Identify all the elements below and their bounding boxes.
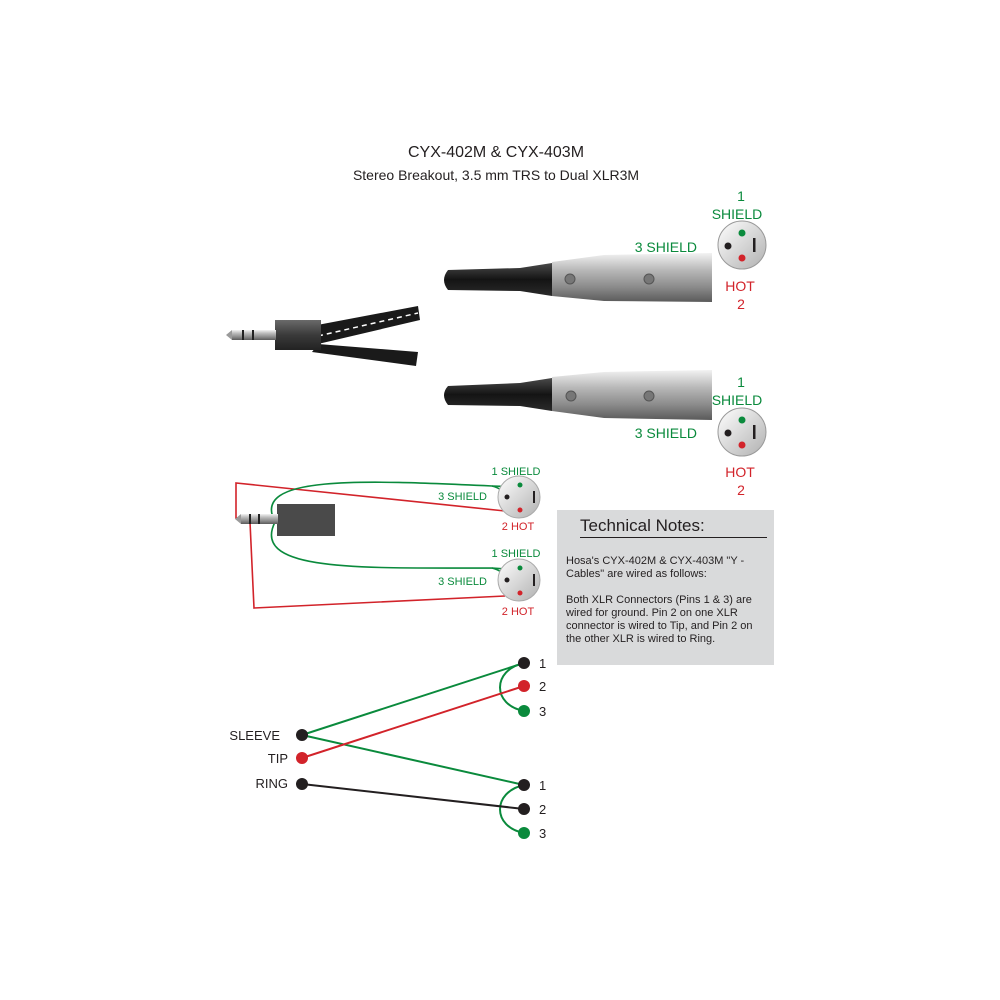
- ring-label: RING: [256, 776, 289, 791]
- xlr-upper-pin2-label: 2: [737, 296, 745, 312]
- xlr-b-pin2-node: [518, 803, 530, 815]
- sleeve-to-xlr-b-pin1-wire: [301, 734, 525, 786]
- xlr-lower-hot-label: HOT: [725, 464, 755, 480]
- xlr-b-pin1-node: [518, 779, 530, 791]
- xlr-b-pin3-node: [518, 827, 530, 839]
- xlr-a-pin2-label: 2: [539, 679, 546, 694]
- pin-schematic: [296, 657, 530, 839]
- technical-notes-panel: Technical Notes: Hosa's CYX-402M & CYX-4…: [557, 510, 774, 665]
- ring-node: [296, 778, 308, 790]
- tip-node: [296, 752, 308, 764]
- wiring-lower-pin3-label: 3 SHIELD: [438, 576, 487, 588]
- pin2-dot: [738, 254, 746, 262]
- xlr-connector-photo-upper: [444, 220, 767, 302]
- xlr-lower-pin3-label: 3 SHIELD: [635, 425, 697, 441]
- xlr-lower-pin2-label: 2: [737, 482, 745, 498]
- xlr-connector-photo-lower: [444, 370, 767, 457]
- xlr-upper-shield-label: SHIELD: [712, 206, 763, 222]
- xlr-a-pin3-node: [518, 705, 530, 717]
- ring-to-xlr-b-pin2-wire: [301, 783, 525, 810]
- xlr-upper-pin1-label: 1: [737, 188, 745, 204]
- tip-label: TIP: [268, 751, 288, 766]
- wiring-upper-pin1-label: 1 SHIELD: [492, 466, 541, 478]
- wiring-lower-pin1-label: 1 SHIELD: [492, 548, 541, 560]
- xlr-lower-shield-label: SHIELD: [712, 392, 763, 408]
- technical-notes-paragraph: Hosa's CYX-402M & CYX-403M "Y - Cables" …: [566, 555, 745, 580]
- technical-notes-divider: [580, 537, 767, 538]
- pin1-dot: [738, 416, 746, 424]
- technical-notes-heading: Technical Notes:: [580, 516, 705, 535]
- technical-notes-body: Hosa's CYX-402M & CYX-403M "Y - Cables" …: [566, 555, 766, 659]
- diagram-subtitle: Stereo Breakout, 3.5 mm TRS to Dual XLR3…: [352, 167, 640, 183]
- xlr-upper-hot-label: HOT: [725, 278, 755, 294]
- xlr-a-pin1-node: [518, 657, 530, 669]
- pin2-dot: [738, 441, 746, 449]
- sleeve-label: SLEEVE: [229, 728, 280, 743]
- xlr-lower-pin1-label: 1: [737, 374, 745, 390]
- xlr-a-pin2-node: [518, 680, 530, 692]
- trs-plug-photo: [226, 306, 420, 366]
- sleeve-node: [296, 729, 308, 741]
- xlr-upper-pin3-label: 3 SHIELD: [635, 239, 697, 255]
- technical-notes-paragraph: Both XLR Connectors (Pins 1 & 3) are wir…: [566, 594, 753, 645]
- xlr-b-pin2-label: 2: [539, 802, 546, 817]
- xlr-b-pin3-label: 3: [539, 826, 546, 841]
- xlr-a-pin1-label: 1: [539, 656, 546, 671]
- pin3-dot: [724, 242, 732, 250]
- pin1-dot: [738, 229, 746, 237]
- pin3-dot: [724, 429, 732, 437]
- wiring-lower-pin2-label: 2 HOT: [502, 606, 535, 618]
- wiring-upper-pin3-label: 3 SHIELD: [438, 491, 487, 503]
- tip-to-xlr-a-pin2-wire: [301, 685, 525, 759]
- wiring-illustration: [235, 475, 541, 609]
- xlr-a-pin3-label: 3: [539, 704, 546, 719]
- wiring-upper-pin2-label: 2 HOT: [502, 521, 535, 533]
- xlr-b-pin1-label: 1: [539, 778, 546, 793]
- diagram-title: CYX-402M & CYX-403M: [407, 144, 585, 161]
- sleeve-to-xlr-a-pin1-wire: [301, 662, 525, 736]
